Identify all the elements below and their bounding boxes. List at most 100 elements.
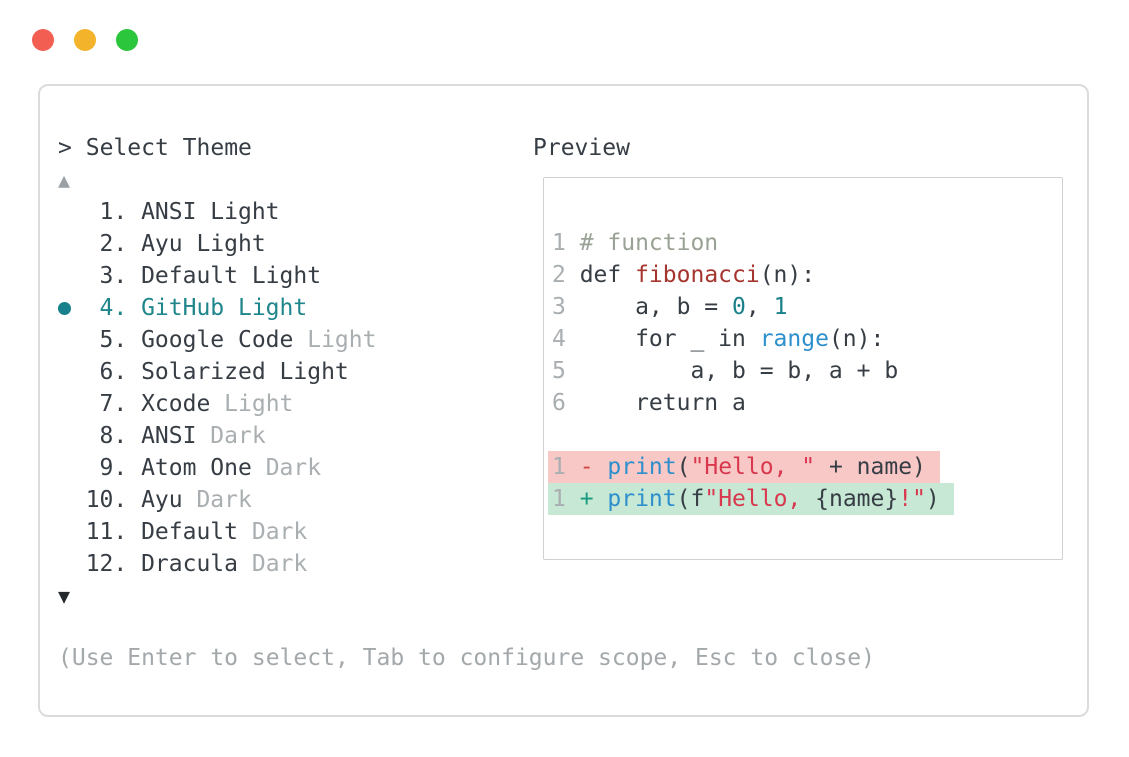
- code-token: (: [676, 454, 691, 480]
- code-token: return a: [579, 390, 746, 416]
- scroll-up-icon: ▲: [58, 168, 71, 192]
- item-label: Ayu Light: [141, 231, 266, 257]
- code-token: range: [759, 326, 829, 352]
- theme-list-item-ayu-dark[interactable]: 10. Ayu Dark: [58, 484, 376, 516]
- item-dim-label: Dark: [210, 423, 266, 449]
- item-dim-label: Dark: [251, 551, 308, 577]
- item-label: Xcode: [141, 391, 211, 417]
- code-line: 5 a, b = b, a + b: [552, 355, 1062, 387]
- code-token: (n):: [828, 326, 885, 352]
- selection-dot-slot: [58, 292, 86, 324]
- selection-dot-slot: [58, 420, 86, 452]
- window-zoom-button[interactable]: [116, 29, 138, 51]
- item-label: ANSI: [141, 423, 197, 449]
- code-token: ,: [745, 294, 774, 320]
- line-number: 4: [552, 326, 566, 352]
- item-label: GitHub Light: [141, 295, 308, 321]
- item-number: 7.: [99, 391, 128, 417]
- item-label: Solarized Light: [141, 359, 349, 385]
- item-label: ANSI Light: [141, 199, 280, 225]
- item-number: 6.: [99, 359, 128, 385]
- theme-list-item-default-light[interactable]: 3. Default Light: [58, 260, 376, 292]
- code-token: a, b =: [579, 294, 733, 320]
- theme-picker-panel: > Select Theme ▲ 1. ANSI Light 2.Ayu Ligh…: [38, 84, 1089, 717]
- code-token: a, b = b, a + b: [579, 358, 899, 384]
- scroll-down-control[interactable]: ▼: [58, 580, 376, 612]
- diff-added-highlight: 1+ print(f"Hello, {name}!"): [548, 483, 954, 515]
- theme-list-item-github-light[interactable]: 4. GitHub Light: [58, 292, 376, 324]
- scroll-up-control[interactable]: ▲: [58, 164, 376, 196]
- code-token: def: [579, 262, 636, 288]
- item-label: Google Code: [141, 327, 294, 353]
- selected-item-dot-icon: [58, 301, 71, 315]
- picker-header: > Select Theme: [58, 132, 376, 164]
- line-number: 2: [552, 262, 566, 288]
- selection-dot-slot: [58, 196, 86, 228]
- item-number: 4.: [99, 295, 128, 321]
- item-number: 12.: [85, 551, 128, 577]
- code-token: {name}: [815, 486, 899, 512]
- item-number: 8.: [99, 423, 128, 449]
- item-dim-label: Dark: [265, 455, 322, 481]
- theme-list-item-ayu-light[interactable]: 2.Ayu Light: [58, 228, 376, 260]
- keyboard-hints: (Use Enter to select, Tab to configure s…: [58, 645, 875, 671]
- selection-dot-slot: [58, 548, 86, 580]
- window-close-button[interactable]: [32, 29, 54, 51]
- item-label: Atom One: [141, 455, 252, 481]
- code-line: 3 a, b = 0, 1: [552, 291, 1062, 323]
- selection-dot-slot: [58, 356, 86, 388]
- line-number: 5: [552, 358, 566, 384]
- line-number: 3: [552, 294, 566, 320]
- prompt-marker: >: [58, 135, 72, 161]
- theme-list-item-solarized-light[interactable]: 6. Solarized Light: [58, 356, 376, 388]
- code-token: !": [898, 486, 926, 512]
- code-line: 4 for _ in range(n):: [552, 323, 1062, 355]
- theme-list-item-xcode[interactable]: 7. Xcode Light: [58, 388, 376, 420]
- selection-dot-slot: [58, 260, 86, 292]
- code-token: 1: [773, 294, 788, 320]
- code-token: print: [607, 486, 677, 512]
- item-number: 5.: [99, 327, 128, 353]
- theme-list-item-ansi-light[interactable]: 1. ANSI Light: [58, 196, 376, 228]
- item-number: 10.: [85, 487, 128, 513]
- theme-list-item-ansi-dark[interactable]: 8. ANSI Dark: [58, 420, 376, 452]
- code-token: + name): [815, 454, 926, 480]
- code-token: ): [925, 486, 940, 512]
- theme-list-item-google-code[interactable]: 5. Google Code Light: [58, 324, 377, 356]
- item-dim-label: Dark: [251, 519, 308, 545]
- diff-removed-highlight: 1- print("Hello, " + name): [548, 451, 940, 483]
- code-token: 0: [732, 294, 746, 320]
- blank-line: [552, 419, 1062, 451]
- item-number: 1.: [99, 199, 128, 225]
- item-number: 3.: [99, 263, 128, 289]
- item-dim-label: Dark: [196, 487, 252, 513]
- line-number: 1: [552, 454, 566, 480]
- item-label: Default: [141, 519, 238, 545]
- code-token: -: [579, 454, 608, 480]
- selection-dot-slot: [58, 324, 86, 356]
- diff-added-line: 1+ print(f"Hello, {name}!"): [548, 483, 1062, 515]
- item-dim-label: Light: [224, 391, 294, 417]
- item-label: Default Light: [141, 263, 322, 289]
- window-minimize-button[interactable]: [74, 29, 96, 51]
- selection-dot-slot: [58, 484, 86, 516]
- item-dim-label: Light: [307, 327, 377, 353]
- code-token: # function: [579, 230, 719, 256]
- code-token: print: [607, 454, 677, 480]
- preview-title: Preview: [533, 135, 630, 161]
- code-token: +: [579, 486, 608, 512]
- line-number: 1: [552, 230, 566, 256]
- item-label: Ayu: [141, 487, 183, 513]
- scroll-down-icon: ▼: [58, 584, 71, 608]
- selection-dot-slot: [58, 452, 86, 484]
- code-token: "Hello, ": [690, 454, 816, 480]
- code-line: 1 # function: [552, 227, 1062, 259]
- selection-dot-slot: [58, 516, 86, 548]
- line-number: 1: [552, 486, 566, 512]
